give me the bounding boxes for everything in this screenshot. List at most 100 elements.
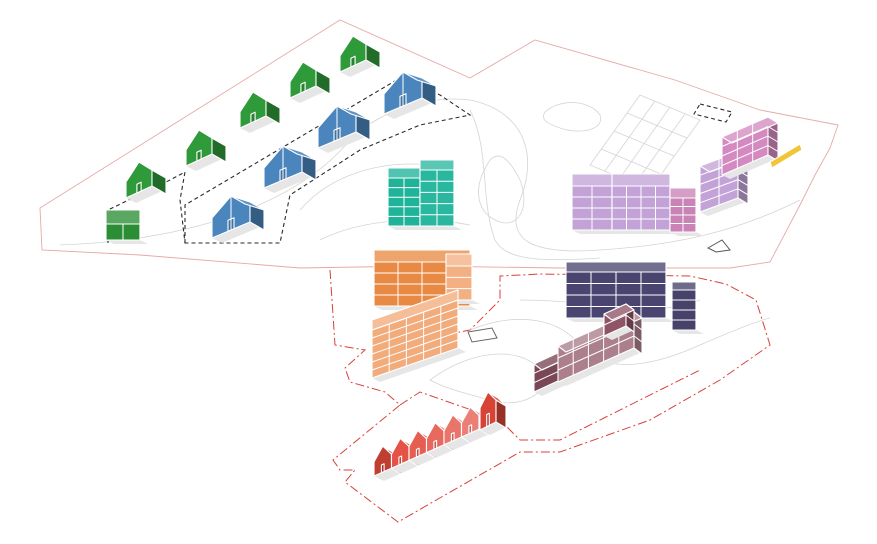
peach-wing-roof xyxy=(445,253,473,267)
detached-house-1-shadow xyxy=(126,186,162,203)
semi-row-plot-boundary xyxy=(107,170,186,244)
red-terrace-unit-4-shadow xyxy=(426,444,454,458)
pond-outline xyxy=(543,102,601,132)
red-terrace-unit-5-shadow xyxy=(444,437,472,450)
detached-house-2-door xyxy=(196,149,202,162)
red-terrace-unit-4-door xyxy=(433,439,438,450)
detached-house-2-shadow xyxy=(186,154,222,171)
pink-block-upper-floor-line xyxy=(767,145,779,152)
lilac-block-b-shadow xyxy=(612,230,678,234)
mauve-block-end-floor-line xyxy=(533,370,561,384)
lilac-pink-blocks xyxy=(571,116,803,236)
peach-block-main-shadow xyxy=(372,348,466,382)
mauve-block-cap-floor-line xyxy=(625,314,635,322)
traffic-island xyxy=(706,239,731,253)
detached-house-1-door xyxy=(136,181,142,194)
main-road xyxy=(59,98,801,252)
peach-block-main-floor-line xyxy=(371,331,459,363)
teal-apartment-block xyxy=(387,159,462,230)
semi-house-4a-shadow xyxy=(384,98,432,119)
red-terrace-unit-5-door xyxy=(450,432,455,443)
lilac-block-tower-floor-line xyxy=(737,188,749,196)
detached-house-5-door xyxy=(350,55,356,68)
lilac-block-a-roof xyxy=(571,173,613,187)
red-terrace-unit-6-door xyxy=(468,424,473,435)
teal-block-left-roof xyxy=(387,167,421,179)
red-terrace-unit-1-shadow xyxy=(374,468,402,481)
mauve-block-end-shadow xyxy=(534,380,568,396)
teal-block-left-shadow xyxy=(388,226,428,230)
pink-block-upper-floor-line xyxy=(721,135,769,157)
semi-house-3a-shadow xyxy=(318,132,366,153)
semi-house-1a-shadow xyxy=(212,222,260,243)
mauve-block-main-floor-line xyxy=(557,335,635,371)
contour-a xyxy=(299,163,431,211)
lower-site-boundary xyxy=(329,269,771,523)
detached-house-4-shadow xyxy=(290,86,326,103)
peach-block-main-floor-line xyxy=(371,323,459,355)
walkway-ramp xyxy=(467,327,498,343)
mauve-block-cap-shadow xyxy=(604,326,634,340)
detached-house-1-roof-plane xyxy=(138,161,167,179)
pink-block-upper-shadow xyxy=(722,155,776,179)
red-terrace-end-unit-door xyxy=(486,412,490,428)
loop-road xyxy=(478,155,525,224)
pink-block-upper-floor-line xyxy=(767,126,779,133)
mauve-block-cap-roof xyxy=(603,303,635,321)
mauve-block-main-floor-line xyxy=(633,335,643,343)
access-road xyxy=(469,109,601,261)
lower-inner-boundary xyxy=(399,369,701,441)
teal-block-right-shadow xyxy=(420,226,462,230)
mauve-block-main-floor-line xyxy=(633,323,643,331)
detached-house-3-door xyxy=(250,111,256,124)
lilac-block-tower-floor-line xyxy=(737,179,749,187)
pink-block-upper-floor-line xyxy=(767,135,779,143)
navy-block-tower-shadow xyxy=(672,330,704,334)
pink-block-low-shadow xyxy=(670,232,704,236)
upper-site-boundary xyxy=(39,19,839,269)
red-terrace-end-unit-roof-plane xyxy=(487,391,507,407)
red-terrace-unit-6-shadow xyxy=(461,429,489,442)
lilac-block-a-shadow xyxy=(572,230,620,234)
orange-peach-blocks xyxy=(371,249,480,382)
red-terrace-unit-3-shadow xyxy=(409,452,437,466)
detached-houses xyxy=(105,35,381,244)
lilac-block-tower-shadow xyxy=(700,198,746,216)
mauve-block-end-floor-line xyxy=(533,360,561,374)
bin-store-outline xyxy=(693,103,733,123)
yellow-balcony-accent xyxy=(769,143,803,169)
lilac-block-b-roof xyxy=(611,173,671,187)
semi-house-2a-roof-plane xyxy=(282,145,317,161)
mauve-block-cap-floor-line xyxy=(603,314,627,326)
red-terrace-unit-2-shadow xyxy=(391,460,419,474)
red-terrace-end-unit-shadow xyxy=(480,422,506,435)
navy-block-main-roof xyxy=(565,261,667,273)
red-terrace-unit-1-door xyxy=(380,463,385,474)
semi-house-2a-shadow xyxy=(264,172,312,193)
red-terrace-unit-2-door xyxy=(398,455,403,466)
semi-detached-houses xyxy=(211,71,437,243)
red-terrace-unit-3-door xyxy=(415,447,420,458)
detached-house-garage-shadow xyxy=(106,240,148,244)
peach-block-main-floor-line xyxy=(371,339,459,371)
pink-block-low-roof xyxy=(669,187,697,199)
semi-house-3a-roof-plane xyxy=(336,105,371,121)
detached-house-4-door xyxy=(300,81,306,94)
peach-block-main-roof xyxy=(371,289,459,331)
red-terrace xyxy=(373,391,507,481)
mauve-block xyxy=(533,303,643,396)
peach-block-main-floor-line xyxy=(371,315,459,347)
mauve-block-main-shadow xyxy=(558,348,642,386)
pink-block-upper-floor-line xyxy=(721,126,769,147)
semi-house-4a-roof-plane xyxy=(402,71,437,87)
detached-house-3-roof-plane xyxy=(252,91,281,109)
semi-row-plot-boundary-2 xyxy=(184,77,472,244)
detached-house-5-roof-plane xyxy=(352,35,381,53)
peach-block-main-floor-line xyxy=(371,307,459,339)
detached-house-2-roof-plane xyxy=(198,129,227,147)
detached-house-3-shadow xyxy=(240,116,276,133)
semi-house-1a-roof-plane xyxy=(230,195,265,211)
detached-house-5-shadow xyxy=(340,60,376,77)
